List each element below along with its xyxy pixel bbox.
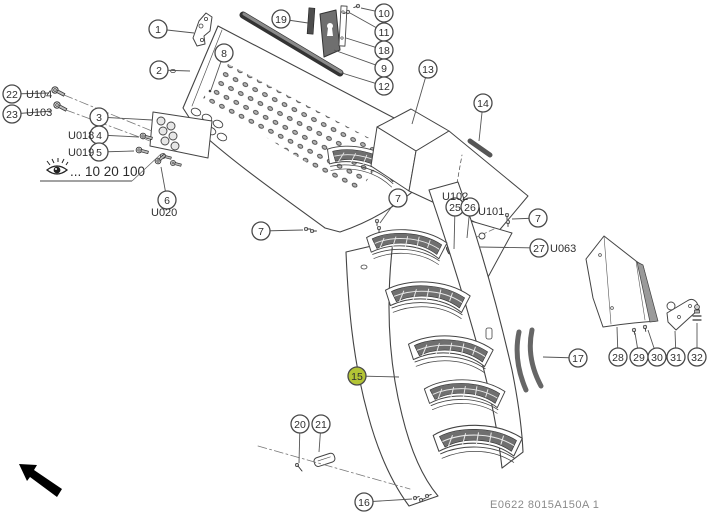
- svg-text:9: 9: [381, 63, 387, 75]
- svg-text:21: 21: [315, 419, 327, 431]
- svg-text:27: 27: [533, 243, 545, 255]
- part-corner-bracket: [666, 298, 700, 331]
- svg-text:17: 17: [572, 353, 584, 365]
- svg-text:20: 20: [294, 419, 306, 431]
- svg-text:32: 32: [691, 352, 703, 364]
- svg-text:22: 22: [6, 89, 18, 101]
- part-edge-strips: [514, 327, 544, 393]
- callout-27[interactable]: 27: [529, 238, 549, 258]
- svg-text:19: 19: [275, 14, 287, 26]
- svg-text:7: 7: [395, 193, 401, 205]
- drawing-code: E0622 8015A150A 1: [490, 499, 599, 511]
- callout-22[interactable]: 22: [2, 84, 22, 104]
- ref-label-U018: U018: [68, 130, 94, 142]
- part-narrow-strip: [338, 5, 348, 47]
- part-vertical-bar: [306, 7, 316, 35]
- part-label-plate: [149, 111, 213, 169]
- callout-1[interactable]: 1: [148, 19, 168, 39]
- diagram-line-art: [50, 3, 702, 507]
- callout-15[interactable]: 15: [347, 366, 367, 386]
- callout-6[interactable]: 6: [157, 190, 177, 210]
- callout-9[interactable]: 9: [374, 58, 394, 78]
- ref-label-U104: U104: [26, 89, 52, 101]
- callout-8[interactable]: 8: [214, 43, 234, 63]
- svg-text:7: 7: [535, 213, 541, 225]
- callout-5[interactable]: 5: [89, 142, 109, 162]
- ref-label-U020: U020: [151, 207, 177, 219]
- ref-label-U103: U103: [26, 107, 52, 119]
- callout-32[interactable]: 32: [687, 347, 707, 367]
- callout-31[interactable]: 31: [666, 347, 686, 367]
- svg-text:4: 4: [96, 130, 102, 142]
- callout-20[interactable]: 20: [290, 414, 310, 434]
- visibility-legend-text: ... 10 20 100: [70, 164, 145, 179]
- orientation-arrow: [19, 464, 62, 497]
- part-dark-plate: [319, 9, 341, 58]
- callout-18[interactable]: 18: [374, 40, 394, 60]
- callout-21[interactable]: 21: [311, 414, 331, 434]
- visibility-legend: ... 10 20 100: [40, 153, 162, 182]
- svg-text:16: 16: [358, 497, 370, 509]
- svg-text:5: 5: [96, 147, 102, 159]
- callout-3[interactable]: 3: [89, 107, 109, 127]
- ref-label-U101: U101: [478, 206, 504, 218]
- ref-label-U102: U102: [442, 191, 468, 203]
- callout-26[interactable]: 26: [460, 197, 480, 217]
- callout-19[interactable]: 19: [271, 9, 291, 29]
- part-rail-strip: [239, 11, 344, 77]
- svg-text:31: 31: [670, 352, 682, 364]
- svg-text:14: 14: [477, 98, 489, 110]
- callout-7[interactable]: 7: [388, 188, 408, 208]
- svg-text:18: 18: [378, 45, 390, 57]
- svg-text:25: 25: [449, 202, 461, 214]
- eye-icon: [45, 158, 69, 175]
- callout-17[interactable]: 17: [568, 348, 588, 368]
- callout-11[interactable]: 11: [374, 22, 394, 42]
- part-bolt-washers: [692, 304, 702, 321]
- part-pin: [295, 463, 303, 472]
- ref-label-U063: U063: [550, 243, 576, 255]
- part-upper-right-panel: [370, 108, 529, 234]
- svg-text:8: 8: [221, 48, 227, 60]
- part-top-bracket: [192, 12, 213, 47]
- svg-text:2: 2: [156, 65, 162, 77]
- part-small-strip: [467, 138, 493, 158]
- part-ladder: [345, 181, 524, 507]
- callout-30[interactable]: 30: [647, 347, 667, 367]
- svg-text:7: 7: [258, 226, 264, 238]
- callout-16[interactable]: 16: [354, 492, 374, 512]
- svg-text:10: 10: [378, 8, 390, 20]
- part-right-panel: [585, 235, 659, 336]
- axis-lines: [63, 94, 411, 490]
- svg-text:15: 15: [351, 371, 363, 383]
- svg-text:12: 12: [378, 81, 390, 93]
- svg-text:23: 23: [6, 109, 18, 121]
- svg-text:6: 6: [164, 195, 170, 207]
- callout-7[interactable]: 7: [251, 221, 271, 241]
- callout-10[interactable]: 10: [374, 3, 394, 23]
- svg-text:1: 1: [155, 24, 161, 36]
- callout-14[interactable]: 14: [473, 93, 493, 113]
- callout-23[interactable]: 23: [2, 104, 22, 124]
- callout-2[interactable]: 2: [149, 60, 169, 80]
- ref-label-U019: U019: [68, 147, 94, 159]
- svg-text:13: 13: [422, 64, 434, 76]
- svg-text:28: 28: [612, 352, 624, 364]
- svg-text:3: 3: [96, 112, 102, 124]
- ladder-left-rail: [345, 240, 439, 507]
- callout-13[interactable]: 13: [418, 59, 438, 79]
- callout-28[interactable]: 28: [608, 347, 628, 367]
- callout-7[interactable]: 7: [528, 208, 548, 228]
- svg-text:30: 30: [651, 352, 663, 364]
- svg-text:29: 29: [633, 352, 645, 364]
- callout-12[interactable]: 12: [374, 76, 394, 96]
- callout-29[interactable]: 29: [629, 347, 649, 367]
- svg-text:11: 11: [379, 27, 390, 39]
- svg-text:26: 26: [464, 202, 476, 214]
